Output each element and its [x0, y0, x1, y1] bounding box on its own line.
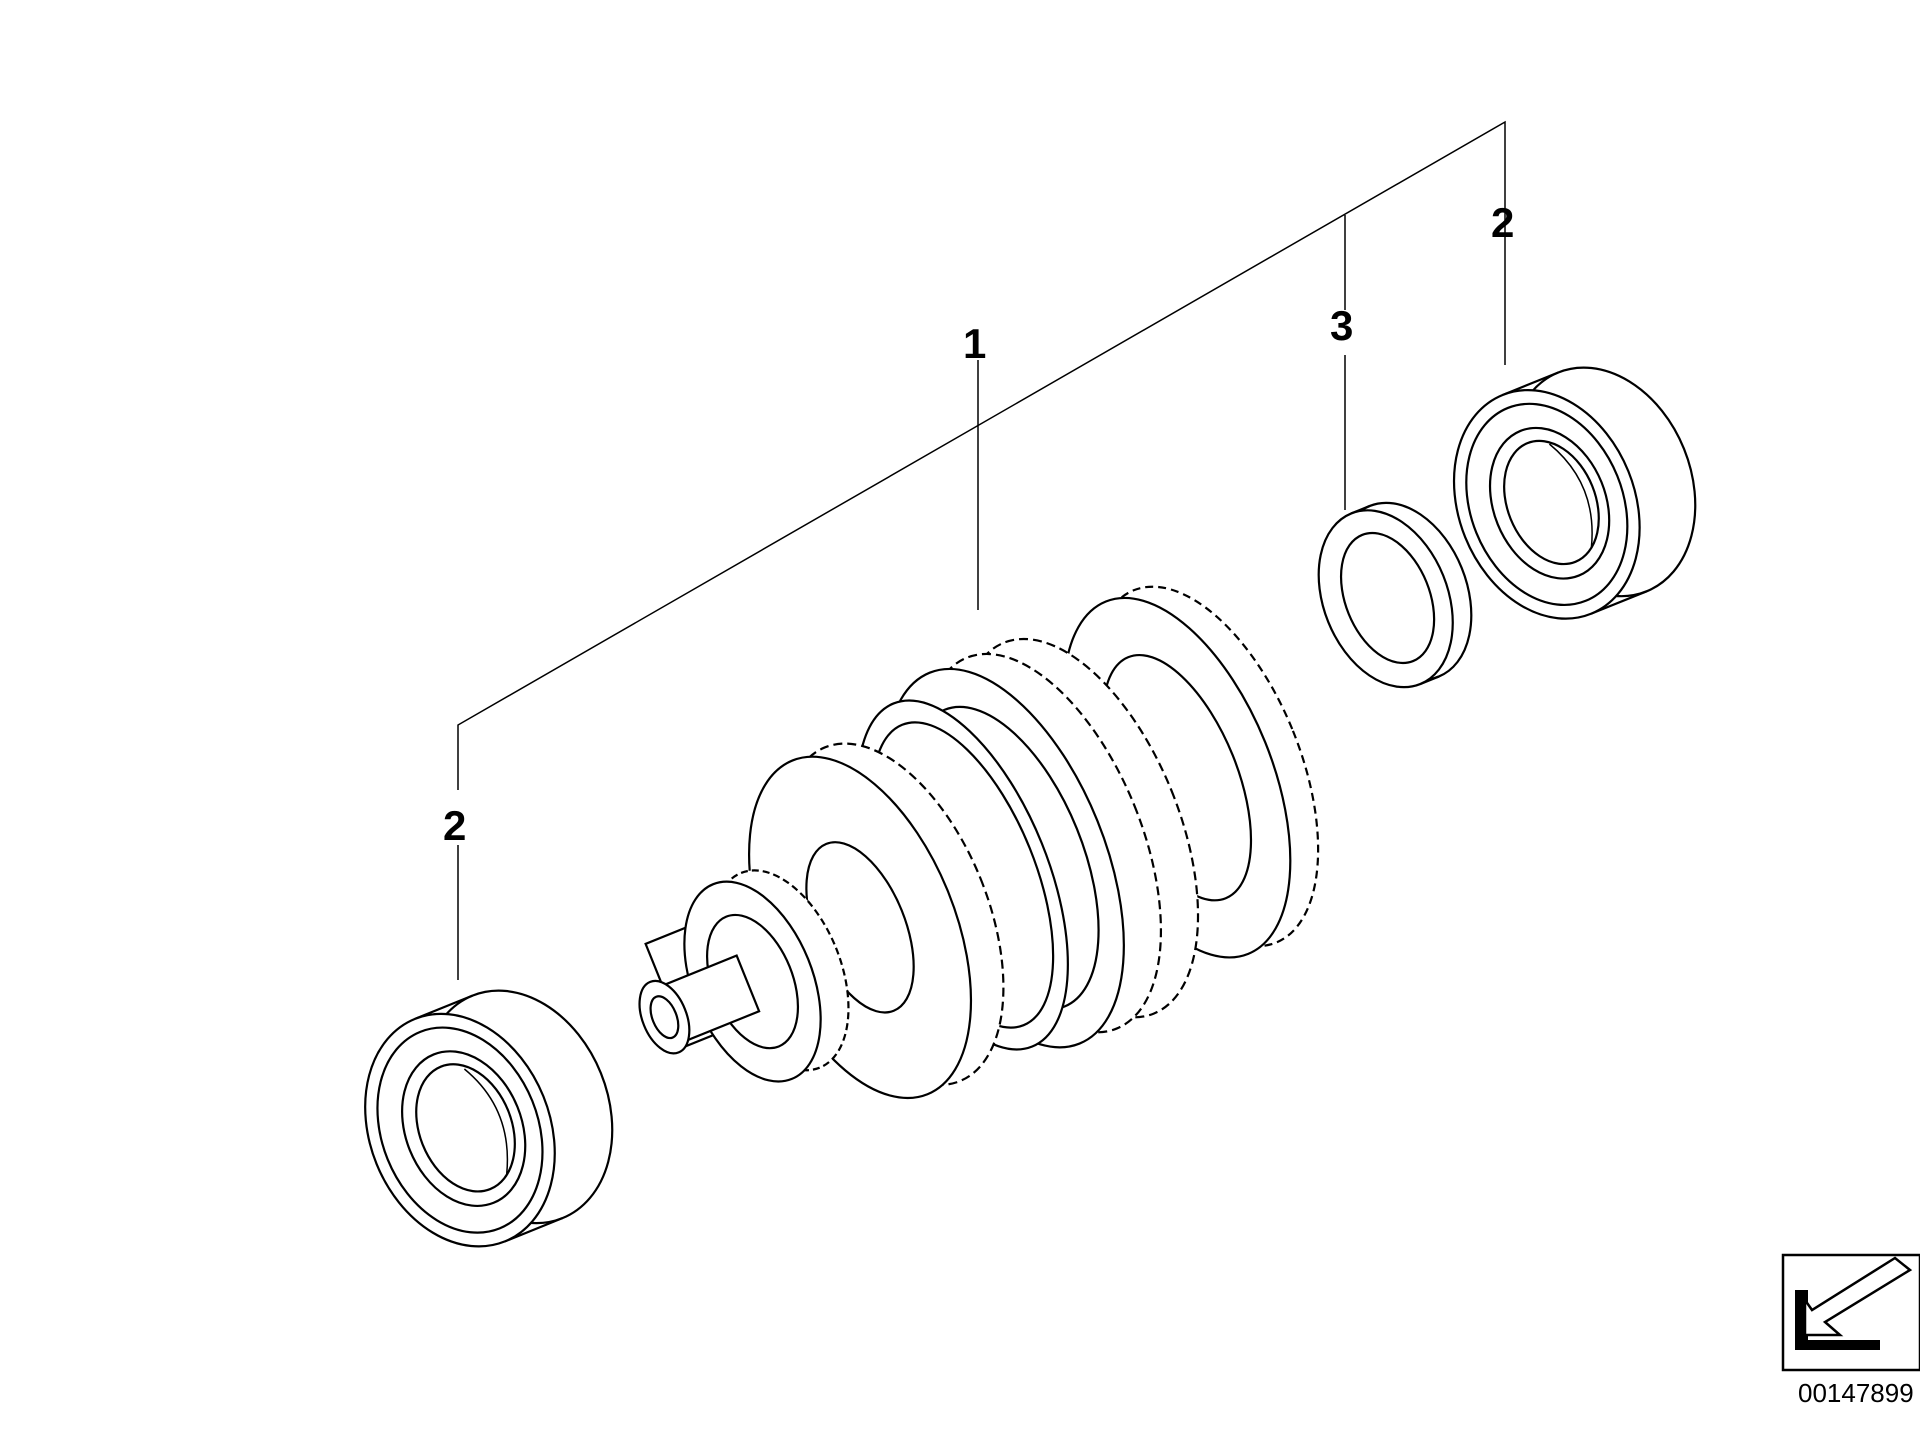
reference-number: 00147899: [1798, 1378, 1914, 1408]
callout-2-left: 2: [443, 802, 466, 849]
direction-arrow-icon: [1781, 1253, 1920, 1372]
callout-3: 3: [1330, 302, 1353, 349]
leader-lines: [457, 120, 1506, 980]
callout-2-right: 2: [1491, 199, 1514, 246]
bearing-left: [364, 989, 614, 1248]
callout-1: 1: [963, 320, 986, 367]
gear-shaft-assembly: [638, 585, 1320, 1100]
spacer-ring: [1317, 501, 1473, 689]
bearing-right: [1452, 366, 1697, 620]
